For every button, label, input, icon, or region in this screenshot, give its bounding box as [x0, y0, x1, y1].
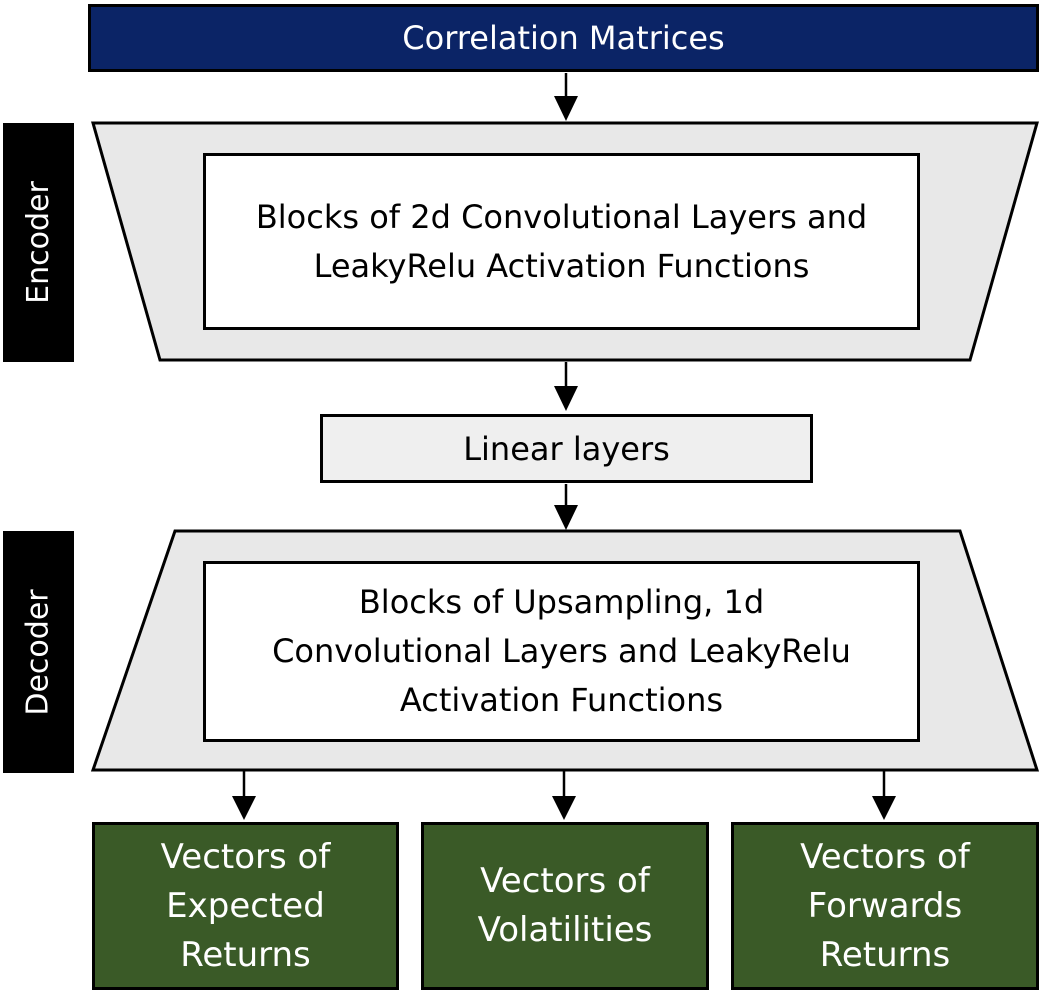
output-forwards-returns-box: Vectors of Forwards Returns [731, 822, 1039, 990]
correlation-matrices-label: Correlation Matrices [402, 19, 725, 57]
arrow-decoder-to-output-2 [552, 771, 576, 820]
decoder-side-label: Decoder [3, 531, 74, 773]
arrow-decoder-to-output-3 [872, 771, 896, 820]
output-forwards-returns-label: Vectors of Forwards Returns [800, 836, 970, 975]
output-volatilities-box: Vectors of Volatilities [421, 822, 709, 990]
output-expected-returns-box: Vectors of Expected Returns [92, 822, 399, 990]
decoder-inner-text: Blocks of Upsampling, 1d Convolutional L… [272, 583, 851, 719]
linear-layers-box: Linear layers [320, 414, 813, 483]
arrow-encoder-to-linear [554, 362, 578, 411]
arrow-top-to-encoder [554, 73, 578, 121]
encoder-label-text: Encoder [21, 181, 56, 304]
arrow-decoder-to-output-1 [232, 771, 256, 820]
decoder-label-text: Decoder [21, 588, 56, 716]
output-expected-returns-label: Vectors of Expected Returns [160, 836, 331, 975]
decoder-inner-box: Blocks of Upsampling, 1d Convolutional L… [203, 561, 920, 742]
arrow-linear-to-decoder [554, 484, 578, 530]
linear-layers-label: Linear layers [463, 429, 670, 468]
encoder-side-label: Encoder [3, 123, 74, 362]
encoder-inner-text: Blocks of 2d Convolutional Layers and Le… [255, 197, 868, 285]
encoder-inner-box: Blocks of 2d Convolutional Layers and Le… [203, 153, 920, 330]
correlation-matrices-box: Correlation Matrices [88, 4, 1039, 72]
output-volatilities-label: Vectors of Volatilities [477, 861, 653, 950]
